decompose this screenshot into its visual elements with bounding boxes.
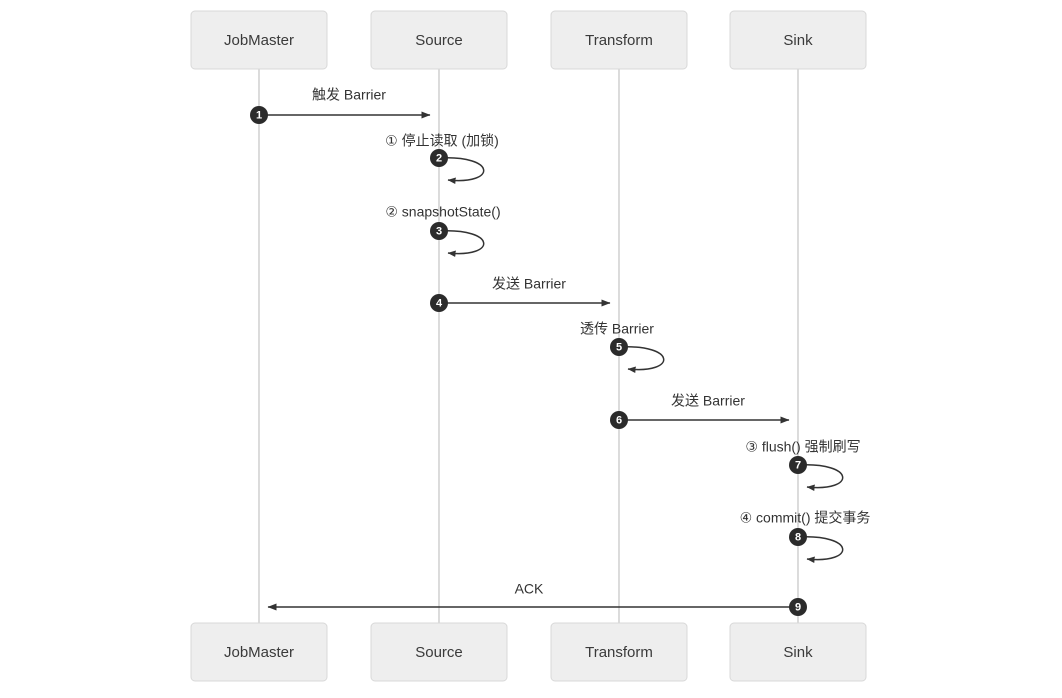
actor-header-jobmaster[interactable]: JobMaster: [190, 10, 328, 70]
actor-box: [729, 10, 867, 70]
message-label: ④ commit() 提交事务: [740, 510, 871, 526]
badge-number: 3: [436, 226, 442, 238]
actor-label: Transform: [585, 644, 653, 661]
message-label: ② snapshotState(): [385, 204, 500, 220]
actor-label: Transform: [585, 32, 653, 49]
actor-footer-jobmaster[interactable]: JobMaster: [190, 622, 328, 682]
badge-number: 8: [795, 532, 801, 544]
actor-box: [550, 10, 688, 70]
self-message-arrow: [438, 157, 485, 185]
badge-circle: [789, 598, 807, 616]
step-badge-6[interactable]: 6: [610, 411, 628, 429]
actor-header-sink[interactable]: Sink: [729, 10, 867, 70]
message-step-9[interactable]: ACK: [267, 581, 798, 611]
badge-number: 5: [616, 342, 622, 354]
badge-circle: [430, 149, 448, 167]
actor-box: [190, 622, 328, 682]
message-label: ACK: [515, 581, 544, 597]
message-step-3[interactable]: ② snapshotState(): [385, 204, 501, 258]
self-message-arrow: [618, 346, 665, 374]
actor-footer-source[interactable]: Source: [370, 622, 508, 682]
badge-number: 7: [795, 460, 801, 472]
actor-footer-sink[interactable]: Sink: [729, 622, 867, 682]
actor-headers-group: JobMaster Source Transform Sink: [190, 10, 867, 70]
actor-footers-group: JobMaster Source Transform Sink: [190, 622, 867, 682]
messages-group: 触发 Barrier ① 停止读取 (加锁) ② snapshotState() 发送…: [259, 87, 871, 611]
step-badge-7[interactable]: 7: [789, 456, 807, 474]
actor-box: [370, 622, 508, 682]
step-badge-3[interactable]: 3: [430, 222, 448, 240]
message-step-6[interactable]: 发送 Barrier: [619, 393, 790, 424]
step-badges-group: 1 2 3 4 5 6 7 8 9: [250, 106, 807, 616]
message-step-7[interactable]: ③ flush() 强制刷写: [745, 439, 861, 492]
actor-label: JobMaster: [224, 644, 294, 661]
badge-circle: [430, 294, 448, 312]
step-badge-2[interactable]: 2: [430, 149, 448, 167]
message-label: 发送 Barrier: [671, 393, 745, 409]
step-badge-1[interactable]: 1: [250, 106, 268, 124]
actor-footer-transform[interactable]: Transform: [550, 622, 688, 682]
message-step-1[interactable]: 触发 Barrier: [259, 87, 431, 119]
actor-box: [729, 622, 867, 682]
badge-number: 1: [256, 110, 262, 122]
actor-box: [550, 622, 688, 682]
message-label: ③ flush() 强制刷写: [745, 439, 860, 455]
badge-circle: [789, 528, 807, 546]
self-message-arrow: [438, 230, 485, 258]
badge-circle: [250, 106, 268, 124]
badge-number: 2: [436, 153, 442, 165]
actor-label: Sink: [783, 644, 813, 661]
message-label: 触发 Barrier: [312, 87, 386, 103]
badge-number: 9: [795, 602, 801, 614]
badge-number: 6: [616, 415, 622, 427]
message-label: 发送 Barrier: [492, 276, 566, 292]
message-label: ① 停止读取 (加锁): [385, 133, 499, 149]
self-message-arrow: [797, 536, 844, 564]
actor-header-source[interactable]: Source: [370, 10, 508, 70]
step-badge-4[interactable]: 4: [430, 294, 448, 312]
message-step-8[interactable]: ④ commit() 提交事务: [740, 510, 871, 564]
step-badge-8[interactable]: 8: [789, 528, 807, 546]
actor-label: Source: [415, 644, 463, 661]
badge-circle: [610, 338, 628, 356]
actor-label: Sink: [783, 32, 813, 49]
actor-box: [190, 10, 328, 70]
step-badge-9[interactable]: 9: [789, 598, 807, 616]
badge-circle: [430, 222, 448, 240]
actor-box: [370, 10, 508, 70]
badge-circle: [789, 456, 807, 474]
lifelines-group: [258, 69, 799, 623]
message-step-5[interactable]: 透传 Barrier: [580, 321, 665, 374]
badge-circle: [610, 411, 628, 429]
message-label: 透传 Barrier: [580, 321, 654, 337]
actor-label: Source: [415, 32, 463, 49]
actor-header-transform[interactable]: Transform: [550, 10, 688, 70]
self-message-arrow: [797, 464, 844, 492]
message-step-2[interactable]: ① 停止读取 (加锁): [385, 133, 499, 185]
badge-number: 4: [436, 298, 443, 310]
step-badge-5[interactable]: 5: [610, 338, 628, 356]
actor-label: JobMaster: [224, 32, 294, 49]
message-step-4[interactable]: 发送 Barrier: [439, 276, 611, 307]
